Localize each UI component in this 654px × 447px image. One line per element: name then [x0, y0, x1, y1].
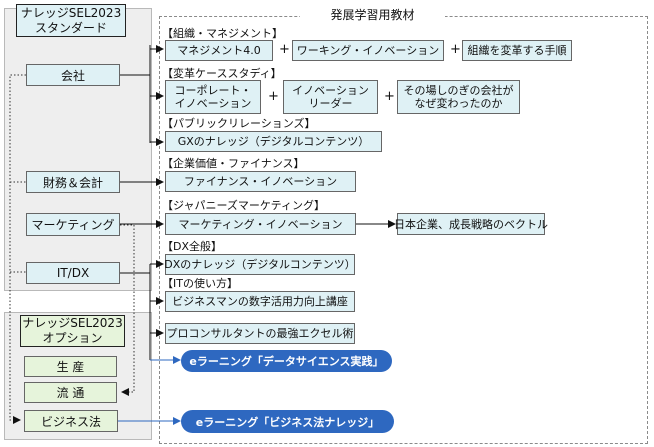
category-marketing[interactable]: マーケティング: [26, 213, 120, 236]
option-seisan[interactable]: 生 産: [24, 356, 117, 377]
category-zaimu[interactable]: 財務＆会計: [26, 171, 120, 193]
item-line: イノベーション: [174, 97, 252, 110]
item-dx-knowledge[interactable]: DXのナレッジ（デジタルコンテンツ）: [164, 254, 356, 275]
category-itdx[interactable]: IT/DX: [26, 262, 120, 284]
option-title-line1: ナレッジSEL2023: [22, 316, 123, 330]
item-soshiki-henkaku[interactable]: 組織を変革する手順: [462, 40, 572, 61]
item-line: イノベーション: [292, 84, 369, 97]
item-working-innovation[interactable]: ワーキング・イノベーション: [292, 40, 444, 61]
elearning-business-law[interactable]: eラーニング「ビジネス法ナレッジ」: [181, 410, 394, 433]
item-gx-knowledge[interactable]: GXのナレッジ（デジタルコンテンツ）: [165, 131, 382, 152]
item-line: なぜ変わったのか: [414, 97, 503, 110]
section-japanese: 【ジャパニーズマーケティング】: [162, 199, 326, 212]
option-title-box: ナレッジSEL2023 オプション: [20, 315, 125, 347]
item-corporate-innovation[interactable]: コーポレート・ イノベーション: [165, 80, 261, 114]
section-dx: 【DX全般】: [162, 240, 223, 253]
option-business-law[interactable]: ビジネス法: [24, 410, 118, 432]
section-org: 【組織・マネジメント】: [162, 27, 283, 40]
section-henkaku: 【変革ケーススタディ】: [162, 67, 282, 80]
standard-title-box: ナレッジSEL2023 スタンダード: [16, 4, 126, 37]
standard-title-line1: ナレッジSEL2023: [20, 5, 122, 20]
item-innovation-leader[interactable]: イノベーション リーダー: [283, 80, 378, 114]
plus-sign: +: [450, 42, 461, 57]
section-pr: 【パブリックリレーションズ】: [162, 117, 316, 130]
item-sonoba-shinogi[interactable]: その場しのぎの会社が なぜ変わったのか: [397, 80, 520, 114]
item-line: コーポレート・: [174, 84, 252, 97]
plus-sign: +: [268, 89, 279, 104]
item-finance-innovation[interactable]: ファイナンス・イノベーション: [165, 171, 356, 192]
plus-sign: +: [279, 42, 290, 57]
option-title-line2: オプション: [42, 331, 103, 345]
standard-title-line2: スタンダード: [34, 20, 107, 35]
plus-sign: +: [384, 89, 395, 104]
item-line: リーダー: [308, 97, 353, 110]
section-kigyou: 【企業価値・ファイナンス】: [162, 157, 305, 170]
category-kaisha[interactable]: 会社: [26, 64, 120, 86]
item-excel[interactable]: プロコンサルタントの最強エクセル術: [165, 323, 355, 344]
section-it: 【ITの使い方】: [162, 277, 238, 290]
item-marketing-innovation[interactable]: マーケティング・イノベーション: [165, 213, 356, 235]
item-line: その場しのぎの会社が: [403, 84, 514, 97]
main-title: 発展学習用教材: [300, 6, 445, 24]
option-ryutsu[interactable]: 流 通: [24, 382, 117, 403]
item-mgmt40[interactable]: マネジメント4.0: [165, 40, 273, 61]
elearning-data-science[interactable]: eラーニング「データサイエンス実践」: [181, 350, 392, 372]
item-nihon-kigyou[interactable]: 日本企業、成長戦略のベクトル: [394, 213, 548, 235]
standard-panel: [4, 8, 152, 291]
item-biz-suuji[interactable]: ビジネスマンの数字活用力向上講座: [165, 291, 355, 312]
